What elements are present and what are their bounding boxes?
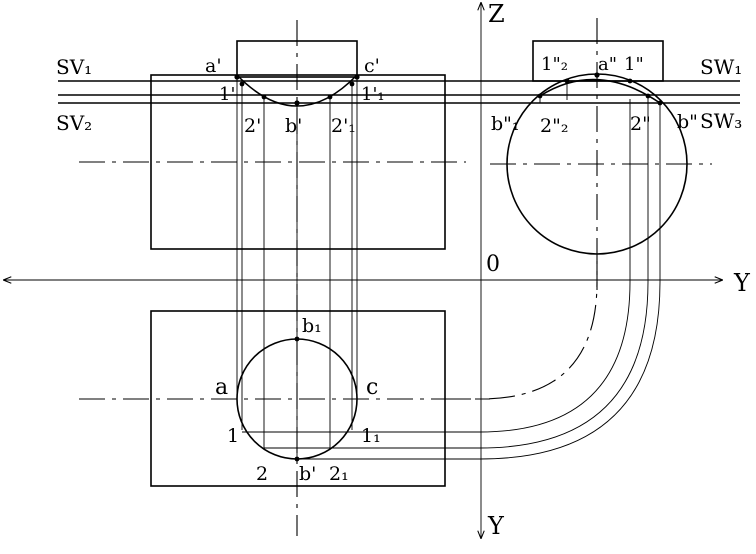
point-1-front [239,81,245,87]
label-1-front: 1' [219,84,235,105]
label-a-top: a [215,375,228,400]
point-b1-side [537,93,543,99]
label-2-1-top: 2₁ [329,463,349,485]
point-2-front [261,94,267,100]
label-b-front: b' [285,115,302,137]
point-b1-top [294,336,300,342]
point-2-side [645,93,651,99]
transfer-arc-b [445,103,661,460]
side-view-boss [532,40,664,82]
point-1-2-side [564,78,570,84]
origin-label: 0 [486,252,500,277]
side-view-points [537,72,663,106]
label-b-top: b' [299,463,316,485]
label-c-top: c [366,375,378,400]
side-view-intersection-curve [539,78,661,104]
top-view-points [294,336,300,462]
label-b1-top: b₁ [302,315,322,337]
label-1-1-front: 1'₁ [361,84,385,105]
label-c-front: c' [364,55,380,77]
label-2-1-front: 2'₁ [331,115,356,137]
point-a-side [594,72,600,78]
axis-z-label: Z [488,0,505,28]
plane-label-sw1: SW₁ [700,55,742,79]
label-2-front: 2' [244,115,261,137]
label-b-side: b" [677,111,698,133]
axis-y-bottom-label: Y [487,512,505,540]
label-2-side: 2" [630,113,651,135]
transfer-arc-2 [445,97,649,449]
label-a-side: a" [598,54,617,75]
label-b1-side: b"₁ [491,113,520,135]
axis-y-right-label: Y [733,269,751,297]
label-1-side: 1" [624,54,644,75]
point-b-side [657,100,663,106]
plane-label-sv1: SV₁ [56,55,92,79]
label-2-2-side: 2"₂ [540,115,568,137]
point-2-1-front [327,94,333,100]
label-a-front: a' [205,55,222,77]
point-b-front [294,100,300,106]
plane-label-sv2: SV₂ [56,111,92,135]
point-b-top [294,456,300,462]
point-c-front [354,74,360,80]
point-1-1-front [349,81,355,87]
plane-label-sw3: SW₃ [700,109,742,133]
transfer-arc-a [445,254,598,400]
front-view-points [234,74,360,106]
point-a-front [234,74,240,80]
transfer-arc-1 [445,99,631,433]
point-1-side [627,78,633,84]
label-1-top: 1 [227,425,239,447]
label-2-top: 2 [256,463,268,485]
label-1-1-top: 1₁ [361,425,381,447]
label-1-2-side: 1"₂ [541,54,568,75]
